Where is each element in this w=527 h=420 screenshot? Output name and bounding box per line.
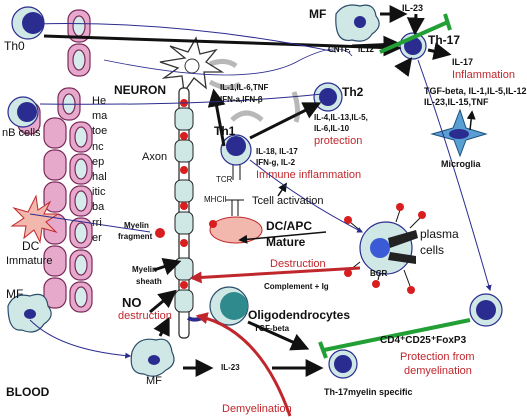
label-mf-left: MF (6, 287, 24, 301)
hbb-line-6: hal (92, 171, 107, 184)
label-cells: cells (420, 243, 445, 257)
label-th1-cyt1: IL-18, IL-17 (256, 147, 298, 156)
blood-brain-barrier (17, 9, 93, 313)
label-neuron-cyt2: IFN-a,IFN-β (220, 95, 263, 104)
label-bcr: BCR (370, 269, 388, 278)
label-th17: Th-17 (428, 33, 461, 47)
label-th1: Th1 (214, 124, 236, 138)
label-cntf: CNTF, (328, 45, 351, 54)
microglia-icon (430, 108, 488, 158)
connector-lines (29, 5, 492, 417)
label-axon: Axon (142, 151, 168, 163)
hbb-line-10: er (92, 231, 102, 244)
label-haematoencephalitic-barrier: He ma toe nc ep hal itic ba rri er (92, 94, 107, 246)
hbb-line-4: nc (92, 140, 104, 153)
label-demyelination: Demyelination (222, 403, 292, 415)
label-myelin-fragment-1: Myelin (124, 221, 149, 230)
label-inflammation: Inflammation (452, 69, 515, 81)
label-blood: BLOOD (6, 385, 50, 399)
label-th17-myelin: Th-17myelin specific (324, 387, 413, 397)
label-nb-cells: nB cells (2, 127, 41, 139)
label-il23-top: IL-23 (402, 3, 424, 13)
plasma-cell-icon (344, 203, 426, 294)
macrophage-top-icon (335, 4, 380, 42)
dc-immature-icon (10, 194, 60, 244)
label-th2-cyt2: IL-6,IL-10 (314, 124, 350, 133)
hbb-line-8: ba (92, 201, 105, 214)
label-cd4: CD4⁺CD25⁺FoxP3 (380, 335, 467, 346)
treg-cell-icon (469, 293, 503, 327)
label-dc-apc: DC/APC (266, 219, 313, 233)
label-il12: IL12 (358, 45, 375, 54)
label-immune-inflammation: Immune inflammation (256, 169, 362, 181)
oligodendrocyte-icon (187, 286, 249, 326)
axon-icon (174, 87, 194, 339)
label-mf-top: MF (309, 7, 327, 21)
macrophage-bottom-icon (130, 338, 175, 377)
label-demyelination-protect: demyelination (404, 365, 472, 377)
th1-cell-icon (220, 134, 252, 180)
label-th2-cyt1: IL-4,IL-13,IL-5, (314, 113, 368, 122)
label-immature: Immature (6, 255, 53, 267)
macrophage-left-icon (7, 293, 52, 333)
label-myelin-sheath-1: Myelin (132, 265, 157, 274)
label-mature: Mature (266, 235, 306, 249)
th0-cell-icon (11, 6, 45, 40)
label-th2: Th2 (342, 85, 364, 99)
label-no: NO (122, 295, 142, 310)
label-neuron-cyt1: IL-1,IL-6,TNF (220, 83, 269, 92)
label-dc: DC (22, 239, 40, 253)
label-il23-list: IL-23,IL-15,TNF (424, 97, 489, 107)
label-il17-right: IL-17 (452, 57, 474, 67)
th17-myelin-cell-icon (328, 349, 358, 379)
label-il23-bottom: IL-23 (221, 363, 240, 372)
hbb-line-1: He (92, 95, 107, 107)
hbb-line-5: ep (92, 155, 105, 168)
label-oligodendrocytes: Oligodendrocytes (248, 308, 351, 322)
label-no-destruction: destruction (118, 310, 172, 322)
label-mf-bottom: MF (146, 375, 162, 387)
label-myelin-sheath-2: sheath (136, 277, 162, 286)
label-myelin-fragment-2: fragment (118, 232, 153, 241)
label-th0: Th0 (4, 39, 25, 53)
label-destruction-right: Destruction (270, 258, 326, 270)
label-tcell-activation: Tcell activation (252, 195, 324, 207)
label-tgf-top: TGF-beta, IL-1,IL-5,IL-12, (424, 86, 527, 96)
dc-mature-icon (209, 199, 263, 244)
nb-cell-icon (7, 96, 39, 128)
th2-cell-icon (313, 82, 343, 112)
hbb-line-7: itic (92, 186, 106, 199)
hbb-line-9: rri (92, 216, 102, 229)
label-mhcii: MHCII (204, 195, 227, 204)
label-tcr: TCR (216, 175, 233, 184)
myelin-fragment-dot (155, 228, 165, 238)
hbb-line-2: ma (92, 110, 108, 123)
label-tgf-beta-bottom: TGF-beta (254, 324, 290, 333)
label-complement: Complement + Ig (264, 282, 329, 291)
hbb-line-3: toe (92, 125, 108, 138)
label-protection: protection (314, 135, 363, 147)
label-plasma: plasma (420, 227, 459, 241)
label-th1-cyt2: IFN-g, IL-2 (256, 158, 296, 167)
label-microglia: Microglia (441, 159, 481, 169)
label-protection-from: Protection from (400, 351, 475, 363)
label-neuron: NEURON (114, 83, 167, 97)
neuron-icon (159, 36, 225, 94)
